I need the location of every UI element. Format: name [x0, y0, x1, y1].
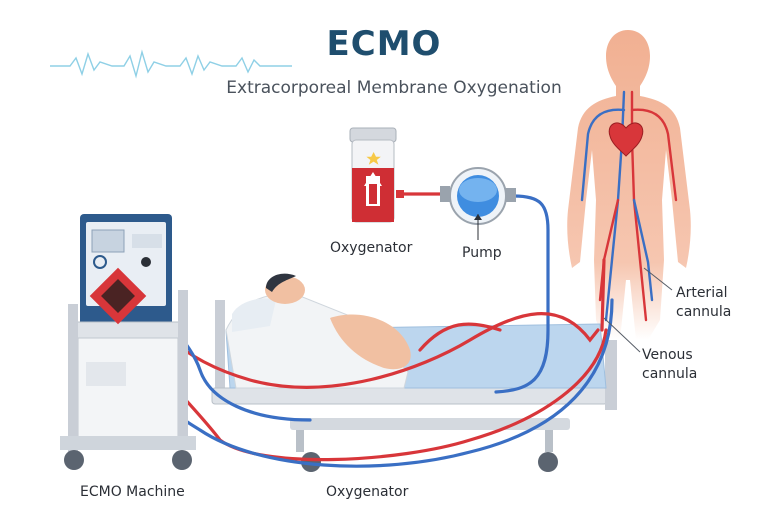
human-body [567, 30, 691, 340]
arrow-up-icon [364, 172, 382, 206]
pump-device [440, 168, 516, 240]
label-arterial-line2: cannula [676, 303, 731, 322]
label-venous-line2: cannula [642, 365, 697, 384]
page-title: ECMO [0, 24, 768, 64]
hospital-bed [212, 294, 617, 472]
label-ecmo-machine: ECMO Machine [80, 484, 185, 500]
oxygenator-device [350, 128, 404, 222]
page-subtitle: Extracorporeal Membrane Oxygenation [0, 78, 768, 98]
label-oxygenator-top: Oxygenator [330, 240, 412, 256]
label-venous-cannula: Venous cannula [642, 346, 697, 384]
label-arterial-line1: Arterial [676, 284, 731, 303]
label-venous-line1: Venous [642, 346, 697, 365]
label-oxygenator-bottom: Oxygenator [326, 484, 408, 500]
label-pump: Pump [462, 245, 502, 261]
ecmo-machine [60, 214, 196, 470]
label-arterial-cannula: Arterial cannula [676, 284, 731, 322]
